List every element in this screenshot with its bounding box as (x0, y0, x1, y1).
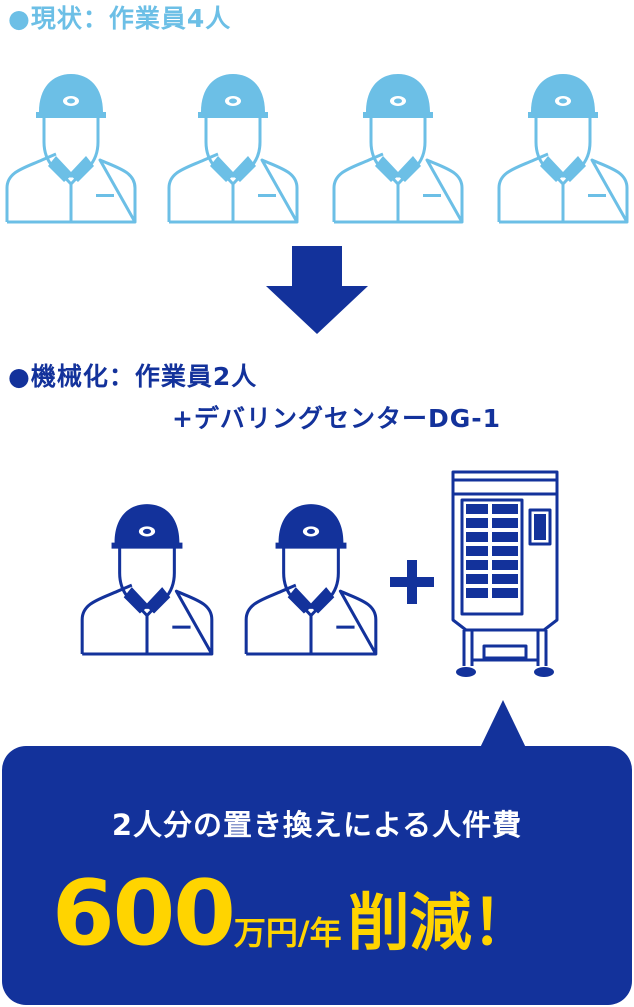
worker-icon (332, 74, 464, 224)
heading-mechanized: ●機械化：作業員2人 (8, 362, 258, 391)
savings-amount: 600 (52, 861, 236, 966)
worker-icon (80, 504, 214, 656)
worker-icon (167, 74, 299, 224)
worker-icon (244, 504, 378, 656)
savings-reduction-label: 削減！ (347, 886, 534, 959)
savings-result: 600万円/年削減！ (52, 864, 534, 964)
savings-unit: 万円/年 (233, 914, 342, 952)
callout-tail (478, 700, 528, 752)
worker-icon (497, 74, 629, 224)
heading-mechanized-detail: +デバリングセンターDG-1 (172, 404, 501, 433)
deburring-machine-icon (451, 470, 559, 677)
savings-callout: 2人分の置き換えによる人件費 600万円/年削減！ (2, 746, 632, 1005)
heading-current: ●現状：作業員4人 (8, 4, 232, 33)
plus-icon (390, 560, 434, 604)
callout-text: 2人分の置き換えによる人件費 (111, 808, 523, 842)
worker-icon (5, 74, 137, 224)
down-arrow-icon (266, 246, 368, 334)
